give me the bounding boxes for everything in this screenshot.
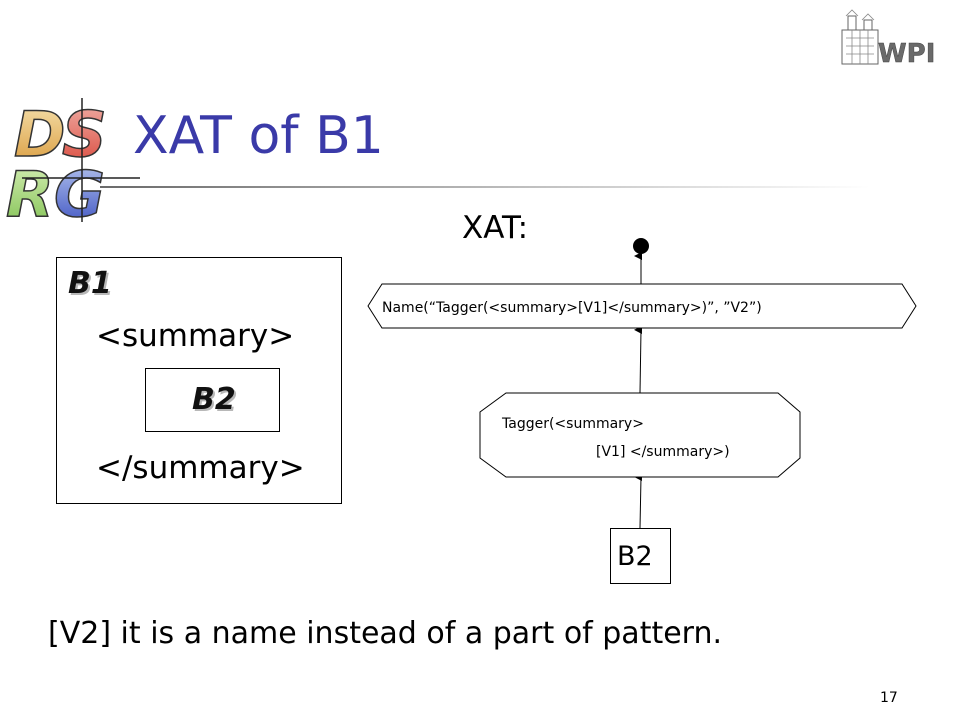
xat-label: XAT: [462, 210, 529, 246]
title-underline [100, 186, 870, 188]
slide-number: 17 [880, 690, 898, 706]
b2-inner-box [145, 368, 280, 432]
name-operator-text: Name(“Tagger(<summary>[V1]</summary>)”, … [382, 300, 762, 316]
b2-inner-label: B2 [192, 382, 236, 417]
svg-text:R: R [6, 158, 54, 226]
tagger-line-1: Tagger(<summary> [501, 416, 644, 432]
dsrg-logo-icon: D S R G [5, 98, 140, 226]
svg-text:S: S [62, 98, 107, 171]
b1-label: B1 [68, 266, 112, 301]
footnote-text: [V2] it is a name instead of a part of p… [48, 616, 723, 651]
svg-text:WPI: WPI [878, 39, 935, 68]
svg-text:G: G [54, 158, 105, 226]
b2-source-node [610, 528, 671, 584]
summary-open-tag: <summary> [96, 318, 295, 354]
tagger-line-2: [V1] </summary>) [596, 444, 730, 460]
b1-box [56, 257, 342, 504]
edge-b2-to-tagger [634, 473, 643, 529]
name-operator-node [367, 283, 917, 329]
slide-title: XAT of B1 [133, 106, 384, 166]
tagger-operator-node [479, 392, 801, 478]
edge-tagger-to-name [634, 326, 643, 394]
root-dot [633, 238, 649, 254]
summary-close-tag: </summary> [96, 450, 305, 486]
svg-text:D: D [14, 98, 65, 171]
wpi-logo: WPI [836, 8, 946, 69]
b2-source-label: B2 [617, 541, 653, 572]
wpi-logo-icon: WPI [841, 9, 936, 69]
